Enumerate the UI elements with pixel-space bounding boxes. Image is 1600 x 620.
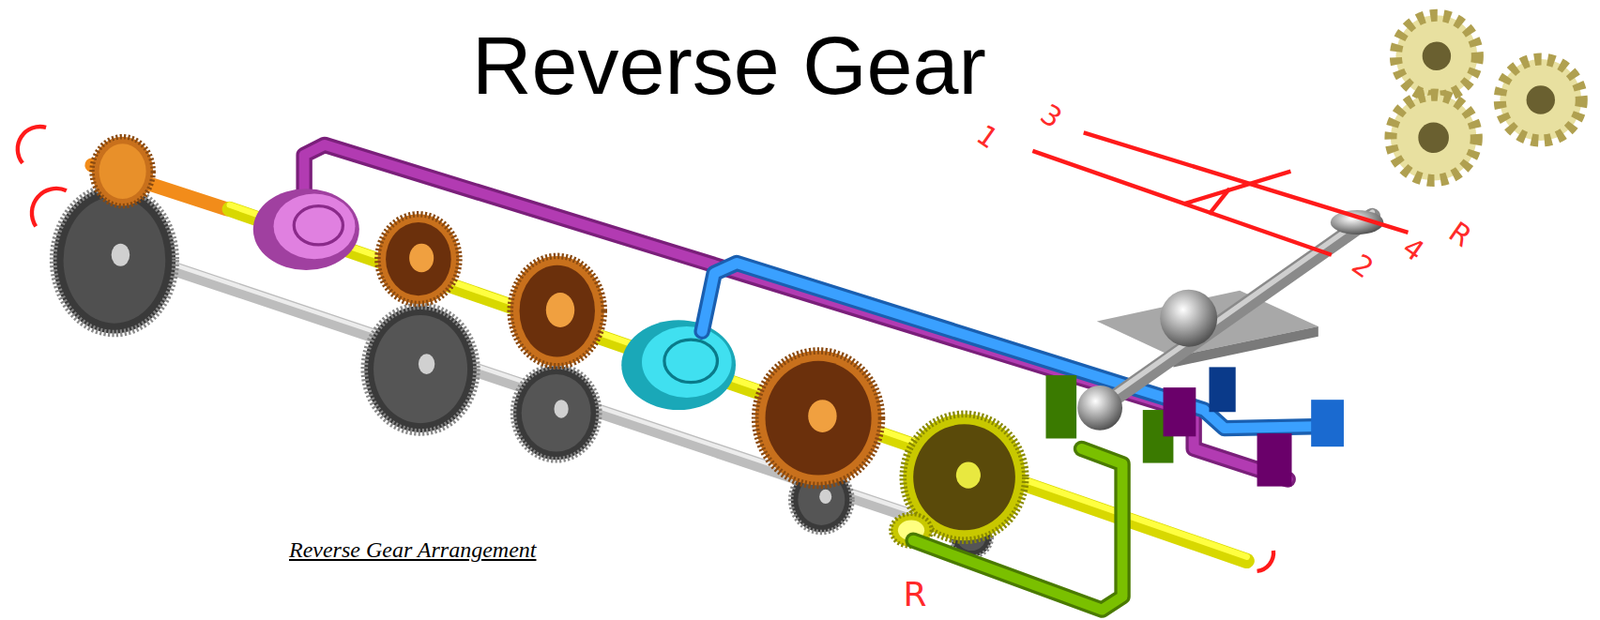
counter-gear-part <box>111 243 131 267</box>
gear-position: 1 <box>972 120 1004 154</box>
main-gear <box>755 350 883 487</box>
main-gear-part <box>755 350 883 487</box>
synchroniser-part <box>664 339 718 383</box>
main-gear-part <box>546 292 575 328</box>
main-gear-part <box>409 243 434 273</box>
rotation-arrow-part <box>17 126 46 164</box>
synchroniser-part <box>621 320 736 411</box>
caption: Reverse Gear Arrangement <box>289 538 536 562</box>
synchroniser <box>621 320 736 411</box>
main-gear <box>377 213 459 305</box>
gears-icon-part <box>1417 121 1449 153</box>
counter-gear-part <box>373 315 468 424</box>
shift-rod-part <box>701 262 1326 428</box>
shift-pattern-part <box>1083 132 1409 233</box>
gear-position: 3 <box>1036 99 1067 134</box>
title: Reverse Gear <box>472 24 987 107</box>
gears-icon-part <box>1395 15 1478 97</box>
synchroniser-part <box>274 194 356 260</box>
gears-icon <box>1390 15 1582 181</box>
shift-fork-part <box>1208 366 1235 412</box>
countershaft <box>102 241 985 542</box>
synchroniser-part <box>253 188 360 271</box>
shift-rod <box>701 262 1326 428</box>
gear-label: R <box>902 578 927 612</box>
shift-rod-part <box>701 262 1326 428</box>
gear-lever-part <box>1159 289 1218 348</box>
shift-rod-part <box>913 448 1123 610</box>
gear-lever <box>1077 210 1384 431</box>
gears-icon-part <box>1499 59 1582 141</box>
main-gear-part <box>91 137 153 207</box>
main-gear-part <box>510 256 605 366</box>
main-gear-part <box>765 361 872 476</box>
main-gear <box>510 256 605 366</box>
gears-icon-part <box>1526 85 1555 114</box>
counter-gear-part <box>364 305 477 433</box>
countershaft-part <box>102 241 985 537</box>
counter-gear-part <box>819 489 832 504</box>
gear-position: 2 <box>1347 249 1379 284</box>
shift-rod <box>913 448 1123 610</box>
gear-position: R <box>1444 217 1477 253</box>
shift-fork-part <box>1163 387 1197 437</box>
main-gear <box>91 137 153 207</box>
shift-pattern-part <box>1208 188 1230 214</box>
gear-lever-part <box>1099 215 1372 408</box>
shift-fork <box>1046 366 1344 487</box>
shift-fork-part <box>1310 399 1344 447</box>
main-gear-part <box>385 222 452 296</box>
gears-icon-part <box>1422 42 1451 71</box>
gear-position: 4 <box>1398 232 1430 267</box>
rotation-arrow-part <box>31 188 67 227</box>
shift-fork-part <box>1046 375 1078 439</box>
counter-gear-part <box>513 365 599 460</box>
shift-fork-part <box>1257 433 1293 488</box>
counter-gear-part <box>63 197 167 324</box>
main-gear-part <box>377 213 459 305</box>
synchroniser <box>253 188 360 271</box>
counter-gear <box>53 186 176 335</box>
rotation-arrow-part <box>1257 550 1275 572</box>
reverse-gear-part <box>913 424 1016 531</box>
shift-pattern-part <box>1183 171 1291 205</box>
synchroniser-part <box>293 206 343 245</box>
main-gear-part <box>519 265 595 358</box>
counter-gear-part <box>553 399 568 419</box>
synchroniser-part <box>641 326 732 398</box>
counter-gear <box>364 305 477 433</box>
shift-pattern <box>1032 132 1408 255</box>
shift-rod-part <box>913 448 1123 610</box>
gear-lever-part <box>1077 385 1123 431</box>
reverse-gear-part <box>956 461 981 488</box>
main-gear-part <box>99 143 147 199</box>
counter-gear-part <box>521 374 592 453</box>
gears-icon-part <box>1390 94 1477 181</box>
counter-gear-part <box>418 353 435 375</box>
counter-gear-part <box>53 186 176 335</box>
main-gear-part <box>807 399 837 433</box>
gear-lever-part <box>1099 212 1372 404</box>
counter-gear <box>513 365 599 460</box>
countershaft-part <box>102 244 985 541</box>
rotation-arrow <box>17 126 1274 572</box>
shift-pattern-part <box>1032 151 1332 256</box>
